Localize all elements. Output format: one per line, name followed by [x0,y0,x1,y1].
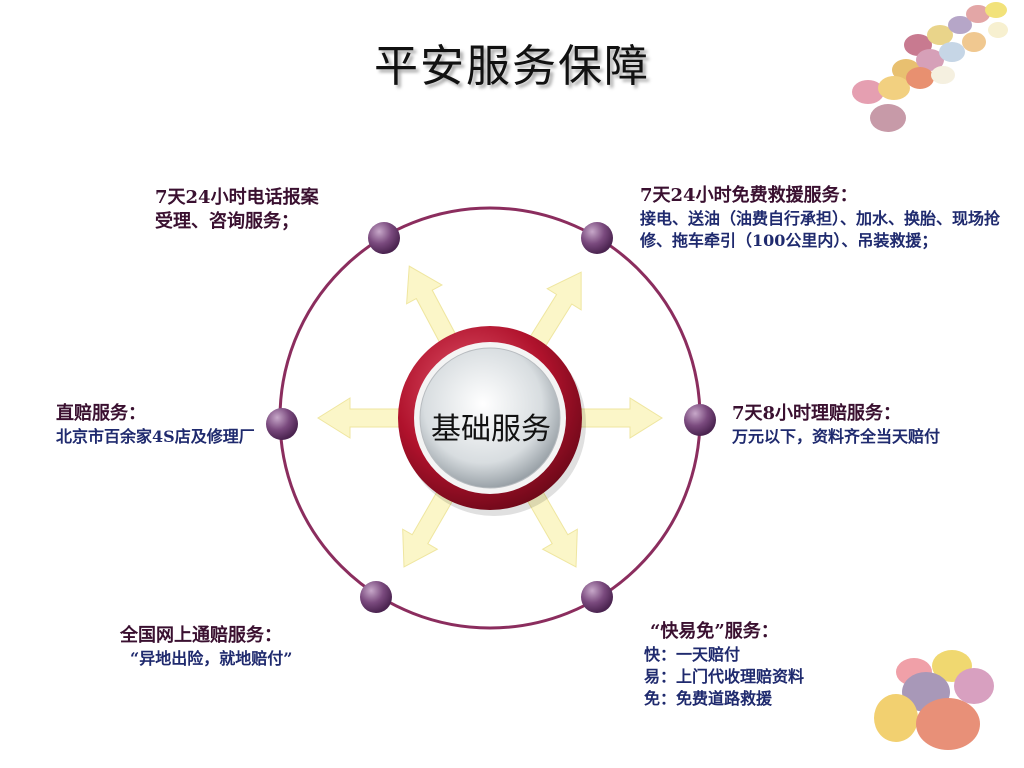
label-claim-body: 万元以下，资料齐全当天赔付 [732,427,941,446]
label-phone-report-head: 7天24小时电话报案 [155,187,319,208]
label-national-body: “异地出险，就地赔付” [130,649,293,668]
label-phone-report-body: 受理、咨询服务； [155,211,299,232]
node-bottom-right [581,581,613,613]
label-kuaiyimian-line-3: 免：免费道路救援 [644,689,773,708]
center-label: 基础服务 [431,412,551,447]
page-title: 平安服务保障 [374,41,650,92]
node-top-left [368,222,400,254]
label-direct-pay: 直赔服务： 北京市百余家4S店及修理厂 [56,402,278,448]
label-phone-report: 7天24小时电话报案 受理、咨询服务； [155,186,375,234]
node-bottom-left [360,581,392,613]
candy-eggs-bottom-image [874,650,994,750]
node-right [684,404,716,436]
center-disc [419,347,561,489]
node-left [266,408,298,440]
label-kuaiyimian-head: “快易免”服务： [650,621,779,642]
label-kuaiyimian-line-2: 易：上门代收理赔资料 [644,667,805,686]
label-kuaiyimian-line-1: 快：一天赔付 [644,645,741,664]
label-national-head: 全国网上通赔服务： [120,625,282,646]
label-direct-pay-body: 北京市百余家4S店及修理厂 [56,427,255,446]
node-top-right [581,222,613,254]
candy-eggs-top-image [848,0,1024,150]
label-rescue-service: 7天24小时免费救援服务： 接电、送油（油费自行承担）、加水、换胎、现场抢修、拖… [640,184,1012,252]
label-rescue-body: 接电、送油（油费自行承担）、加水、换胎、现场抢修、拖车牵引（100公里内）、吊装… [640,209,1001,250]
label-kuaiyimian: “快易免”服务： 快：一天赔付 易：上门代收理赔资料 免：免费道路救援 [644,620,874,710]
label-national-claim: 全国网上通赔服务： “异地出险，就地赔付” [120,624,360,670]
label-direct-pay-head: 直赔服务： [56,403,146,424]
label-rescue-head: 7天24小时免费救援服务： [640,185,858,206]
label-claim-head: 7天8小时理赔服务： [732,403,902,424]
label-claim-service: 7天8小时理赔服务： 万元以下，资料齐全当天赔付 [732,402,1012,448]
